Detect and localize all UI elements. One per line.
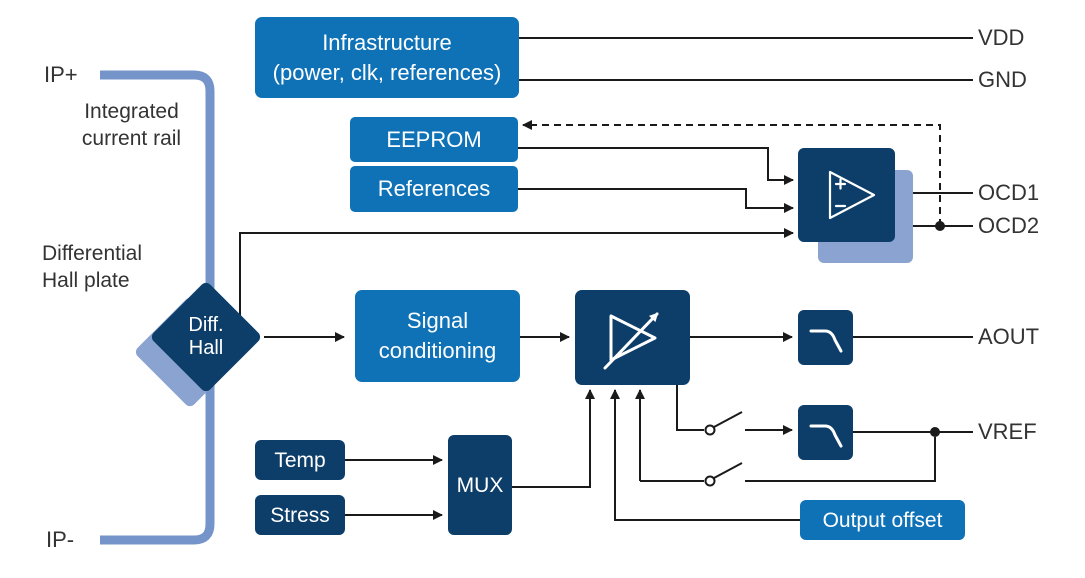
pga-to-switch-a-line <box>676 385 704 431</box>
vref-junction-dot <box>930 427 940 437</box>
signal-conditioning-block: Signal conditioning <box>355 290 520 382</box>
eeprom-feedback-line <box>522 120 941 226</box>
lowpass-filter-vref-block <box>798 405 853 460</box>
mux-block: MUX <box>448 435 512 535</box>
rail-caption-line1: Integrated <box>84 100 179 123</box>
references-block: References <box>350 166 518 212</box>
diff-hall-label-line1: Diff. <box>188 314 224 336</box>
pin-label-gnd: GND <box>978 67 1027 92</box>
switch-a-pole <box>704 424 716 436</box>
switch-a-blade <box>713 411 743 428</box>
pin-label-ocd2: OCD2 <box>978 213 1040 238</box>
signal-conditioning-label-line1: Signal <box>406 308 469 333</box>
ocd-comparator-block <box>798 148 895 242</box>
ip-plus-label: IP+ <box>44 62 78 87</box>
pga-block <box>575 290 690 385</box>
eeprom-to-ocd-line <box>518 147 794 185</box>
low-pass-filter-icon <box>809 424 843 448</box>
pin-label-ocd1: OCD1 <box>978 180 1040 205</box>
switch-b-to-vref-line <box>745 437 936 482</box>
rail-caption-line2: current rail <box>81 127 182 150</box>
differential-hall-plate-caption: Differential Hall plate <box>42 240 142 294</box>
variable-gain-amplifier-icon <box>603 312 659 370</box>
eeprom-label: EEPROM <box>386 126 482 152</box>
pin-label-aout: AOUT <box>978 324 1040 349</box>
hall-to-ocd-line <box>239 228 794 316</box>
references-to-ocd-line <box>518 188 794 213</box>
ip-minus-label: IP- <box>46 527 75 552</box>
switch-b-pole <box>704 475 716 487</box>
integrated-current-rail-caption: Integrated current rail <box>64 98 199 152</box>
output-offset-block: Output offset <box>800 500 965 540</box>
references-label: References <box>377 176 491 201</box>
infrastructure-block: Infrastructure (power, clk, references) <box>255 17 519 98</box>
diff-hall-label: Diff. Hall <box>166 297 246 377</box>
opamp-comparator-icon <box>828 170 876 220</box>
stress-label: Stress <box>270 503 330 527</box>
switch-b-blade <box>713 462 743 479</box>
hall-caption-line2: Hall plate <box>42 269 130 292</box>
eeprom-block: EEPROM <box>350 117 518 162</box>
stress-block: Stress <box>255 495 345 535</box>
infrastructure-label-line2: (power, clk, references) <box>272 59 502 85</box>
output-offset-label: Output offset <box>822 508 943 532</box>
temp-label: Temp <box>274 448 326 472</box>
hall-caption-line1: Differential <box>42 242 142 265</box>
infrastructure-label-line1: Infrastructure <box>322 29 452 55</box>
pin-label-vref: VREF <box>978 419 1037 444</box>
temp-block: Temp <box>255 440 345 480</box>
pin-label-vdd: VDD <box>978 25 1025 50</box>
mux-to-pga-line <box>512 389 595 488</box>
low-pass-filter-icon <box>809 329 843 353</box>
offset-to-pga-line <box>610 389 800 521</box>
mux-label: MUX <box>456 473 504 497</box>
signal-conditioning-label-line2: conditioning <box>378 338 497 363</box>
diff-hall-label-line2: Hall <box>188 337 224 359</box>
lowpass-filter-aout-block <box>798 310 853 365</box>
